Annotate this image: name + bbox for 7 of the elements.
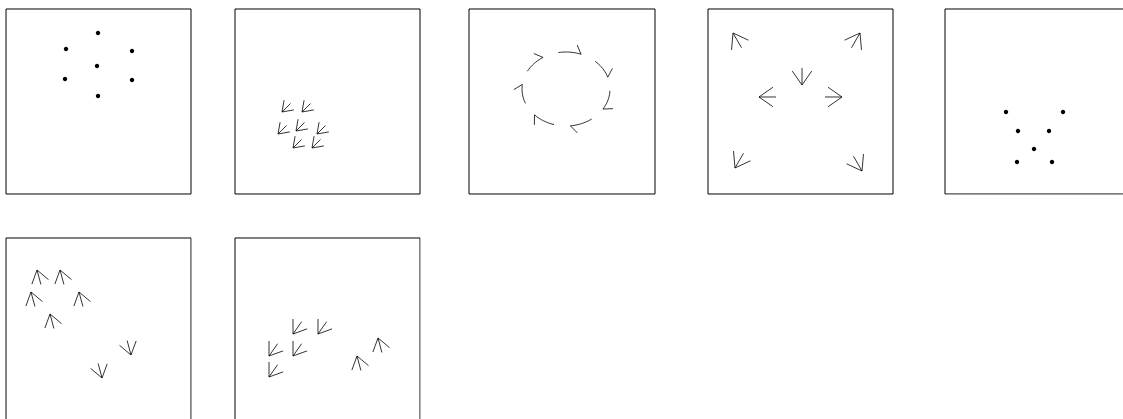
panel-box — [944, 8, 1123, 195]
panel-box — [234, 237, 421, 419]
panel-box — [707, 8, 894, 195]
panel-box — [5, 8, 192, 195]
panel-box — [468, 8, 656, 195]
panel-box — [234, 8, 421, 195]
panel-box — [5, 237, 192, 419]
